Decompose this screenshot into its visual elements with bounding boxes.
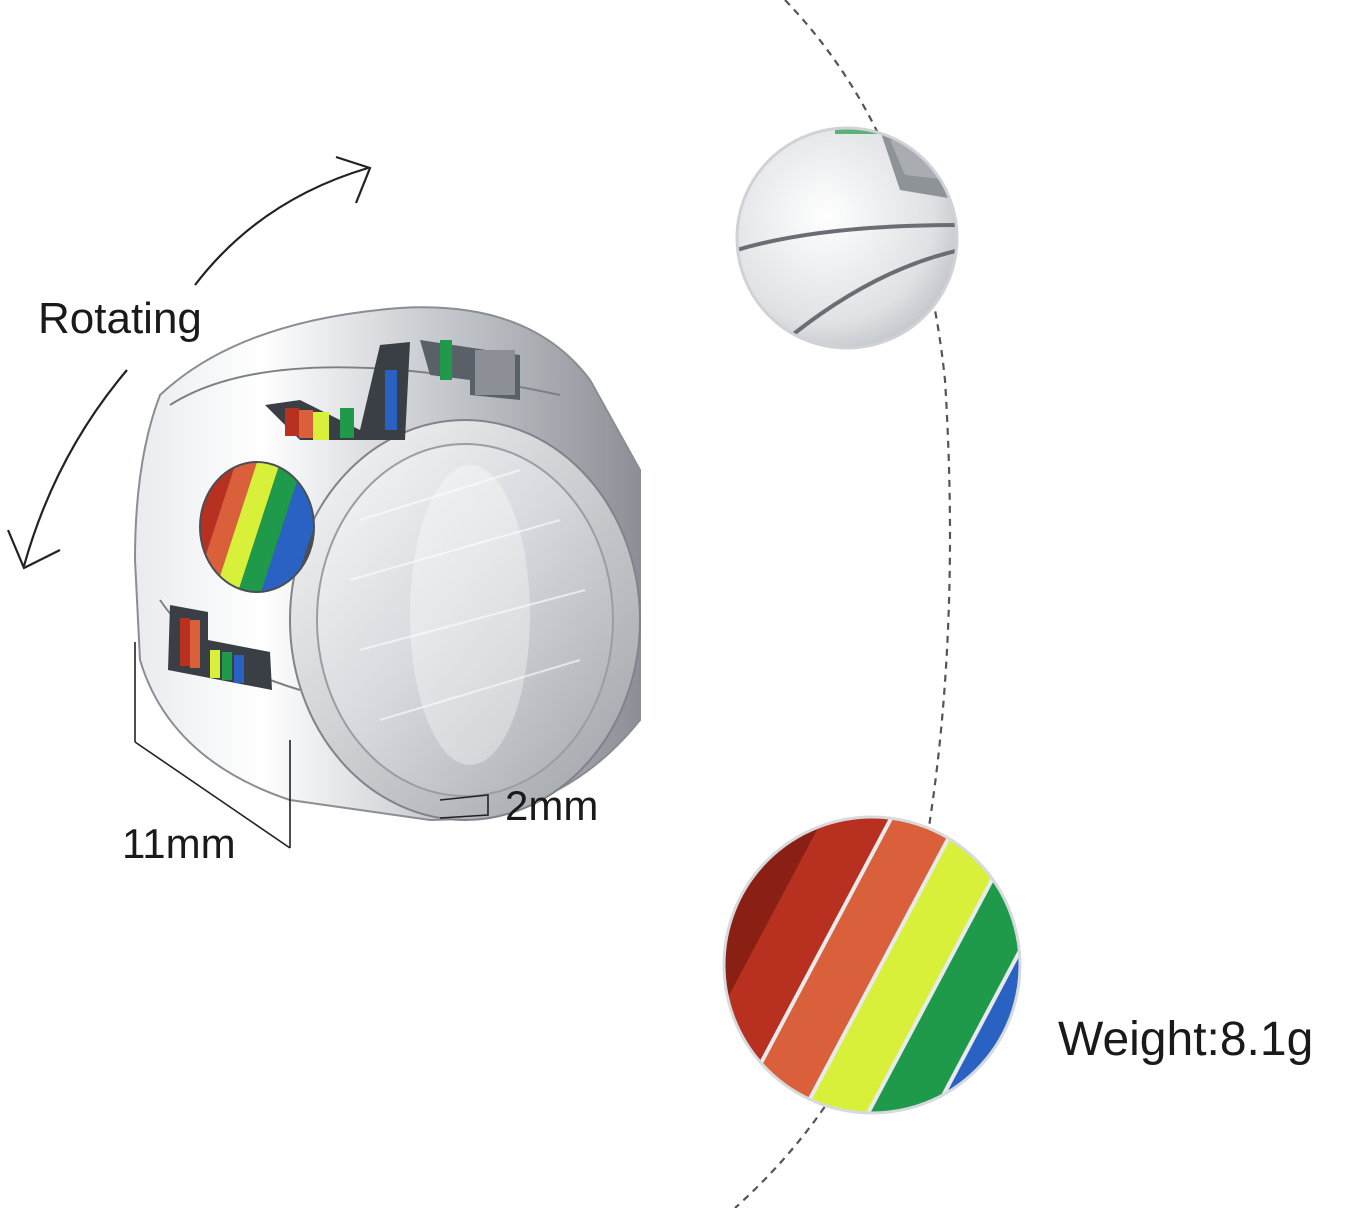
thickness-label: 2mm: [505, 782, 599, 829]
thickness-dimension-lines: [439, 794, 489, 819]
engraved-letter-e: [420, 340, 520, 400]
width-label: 11mm: [122, 820, 236, 867]
rotating-label: Rotating: [38, 294, 202, 343]
engraved-letter-v: [265, 342, 410, 440]
engraved-letter-l: [168, 605, 272, 690]
engraved-letter-o: [199, 461, 315, 593]
weight-label: Weight:8.1g: [1058, 1013, 1314, 1066]
width-dimension-lines: [134, 642, 291, 849]
rotation-arrow-icon: [6, 155, 372, 570]
spinner-ring: [133, 306, 641, 822]
detail-zoom-rainbow-enamel: [724, 817, 1020, 1113]
